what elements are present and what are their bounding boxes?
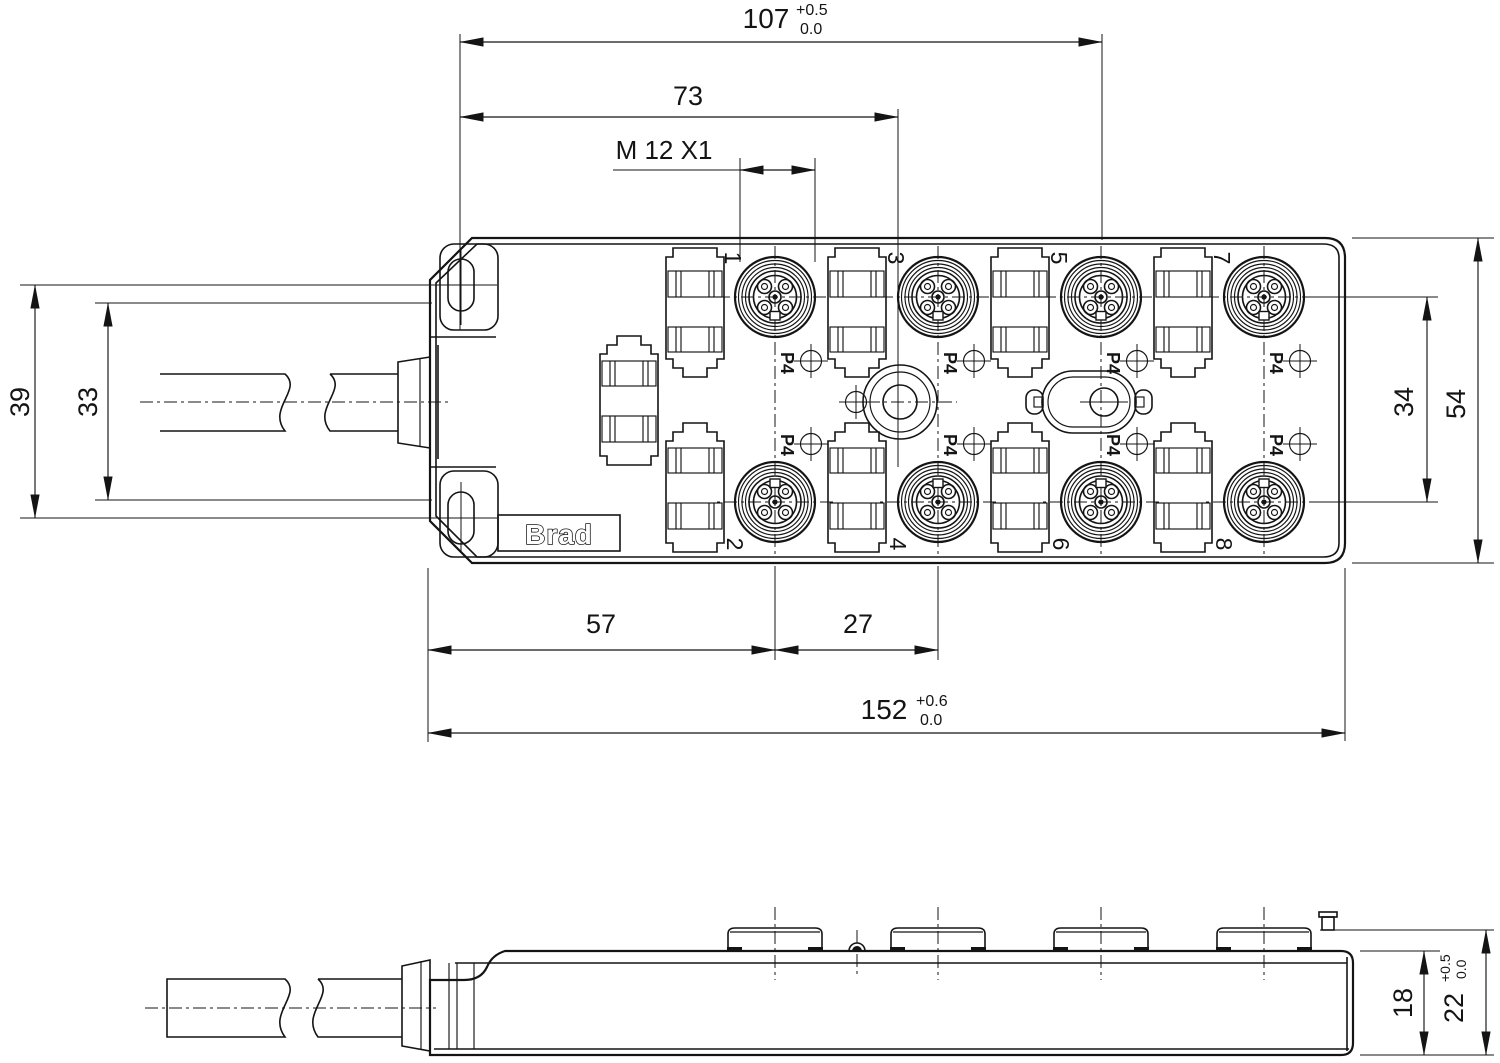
top-view: 1 2 3 4 5 6 7 8 P4 P4 P4 P4 P4 P4 P4 P4 bbox=[140, 236, 1347, 565]
dim-33: 33 bbox=[73, 302, 432, 501]
dim-39-value: 39 bbox=[5, 387, 35, 417]
mounting-tab-bottom bbox=[439, 470, 499, 558]
p4-label: P4 bbox=[1266, 352, 1286, 374]
label-holders bbox=[599, 247, 1213, 553]
cable bbox=[140, 373, 452, 432]
port-number: 6 bbox=[1048, 538, 1074, 551]
side-boss bbox=[890, 907, 986, 980]
p4-labels: P4 P4 P4 P4 P4 P4 P4 P4 bbox=[777, 343, 1318, 462]
dim-57: 57 bbox=[427, 566, 776, 742]
dim-22-value: 22 bbox=[1439, 993, 1469, 1023]
dim-27-value: 27 bbox=[843, 609, 873, 639]
mounting-tab-top bbox=[439, 243, 499, 331]
dim-22-tol-plus: +0.5 bbox=[1437, 954, 1453, 982]
dim-27: 27 bbox=[774, 566, 939, 660]
brand-logo: Brad bbox=[497, 514, 621, 552]
port-number: 5 bbox=[1046, 252, 1072, 265]
p4-label: P4 bbox=[1266, 434, 1286, 456]
side-boss bbox=[1053, 907, 1149, 980]
dim-57-value: 57 bbox=[586, 609, 616, 639]
obround-feature bbox=[1025, 370, 1153, 434]
p4-label: P4 bbox=[940, 434, 960, 456]
dim-73-value: 73 bbox=[673, 81, 703, 111]
p4-label: P4 bbox=[1103, 352, 1123, 374]
port-number: 2 bbox=[722, 538, 748, 551]
side-pin bbox=[1318, 911, 1338, 931]
dim-34-value: 34 bbox=[1389, 387, 1419, 417]
p4-label: P4 bbox=[940, 352, 960, 374]
dim-33-value: 33 bbox=[73, 387, 103, 417]
cable-gland bbox=[397, 356, 431, 449]
dim-39: 39 bbox=[5, 284, 497, 519]
side-port-bosses bbox=[727, 907, 1312, 980]
side-dome-marker bbox=[848, 930, 866, 978]
port-number: 1 bbox=[720, 252, 746, 265]
side-cable-gland bbox=[401, 959, 431, 1052]
dim-22: 22 +0.5 0.0 bbox=[1320, 929, 1494, 1056]
dim-152-tol-plus: +0.6 bbox=[916, 693, 948, 710]
port-number: 8 bbox=[1211, 538, 1237, 551]
led-marker-center bbox=[838, 384, 874, 420]
p4-label: P4 bbox=[777, 352, 797, 374]
dim-152: 152 +0.6 0.0 bbox=[427, 568, 1346, 741]
p4-label: P4 bbox=[777, 434, 797, 456]
side-boss bbox=[1216, 907, 1312, 980]
dim-18: 18 bbox=[1360, 950, 1494, 1056]
p4-label: P4 bbox=[1103, 434, 1123, 456]
port-number: 4 bbox=[885, 538, 911, 551]
dim-18-value: 18 bbox=[1388, 988, 1418, 1018]
dim-22-tol-minus: 0.0 bbox=[1453, 959, 1469, 979]
thread-callout: M 12 X1 bbox=[613, 135, 816, 262]
thread-callout-text: M 12 X1 bbox=[616, 135, 713, 165]
dim-34: 34 bbox=[1315, 296, 1438, 503]
dim-54-value: 54 bbox=[1441, 389, 1471, 419]
side-body-outline bbox=[428, 949, 1355, 1057]
dim-107-tol-minus: 0.0 bbox=[800, 21, 822, 38]
dim-107-value: 107 bbox=[743, 3, 790, 34]
brand-logo-text: Brad bbox=[525, 519, 593, 550]
dim-73: 73 bbox=[459, 81, 899, 467]
side-boss bbox=[727, 907, 823, 980]
port-number: 7 bbox=[1209, 252, 1235, 265]
dim-107-tol-plus: +0.5 bbox=[796, 2, 828, 19]
side-cable bbox=[145, 978, 436, 1038]
dim-54: 54 bbox=[1352, 237, 1494, 564]
dim-152-value: 152 bbox=[861, 694, 908, 725]
port-number: 3 bbox=[883, 252, 909, 265]
side-view bbox=[145, 907, 1355, 1057]
dim-152-tol-minus: 0.0 bbox=[920, 712, 942, 729]
dimensions: 107 +0.5 0.0 73 M 12 X1 39 bbox=[5, 2, 1494, 1056]
dim-107: 107 +0.5 0.0 bbox=[459, 2, 1103, 330]
